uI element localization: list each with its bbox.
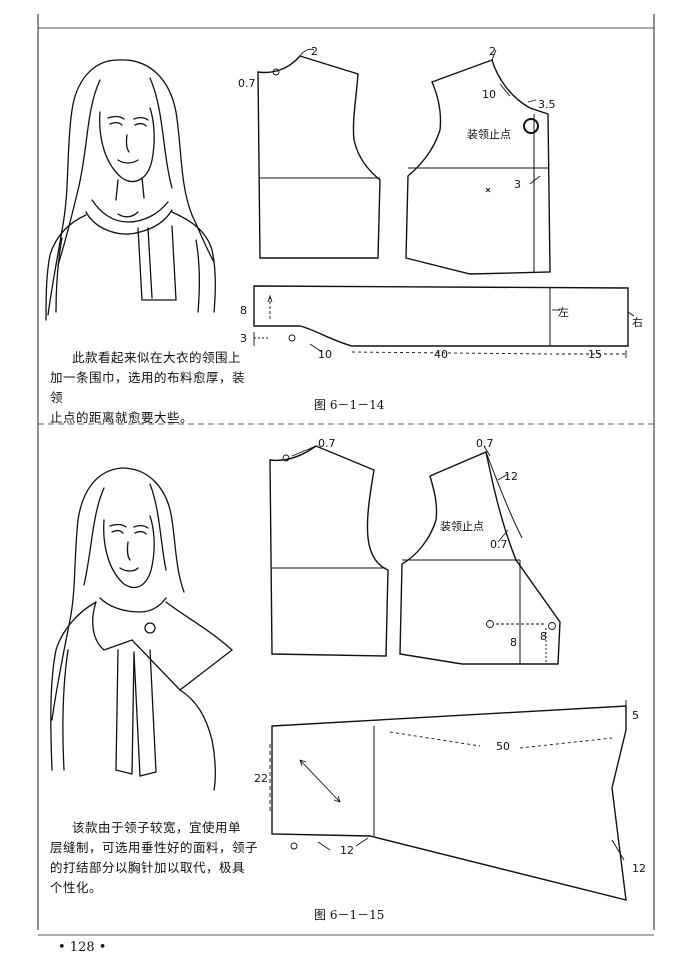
label-0-7: 0.7 [476,437,494,450]
label-collar-end: 装领止点 [440,520,484,533]
page-number: • 128 • [58,940,107,955]
figure-caption: 图 6－1－15 [314,908,385,922]
label-50: 50 [496,740,510,753]
label-collar-end: 装领止点 [467,128,511,141]
label-2: 2 [489,45,496,58]
label-15: 15 [588,348,602,361]
label-12: 12 [632,862,646,875]
label-8: 8 [240,304,247,317]
bottom-description-line: 该款由于领子较宽，宜使用单 [72,820,242,835]
label-40: 40 [434,348,448,361]
label-3: 3 [240,332,247,345]
label-12: 12 [504,470,518,483]
top-description: 此款看起来似在大衣的领围上 加一条围巾，选用的布料愈厚，装领 止点的距离就愈要大… [50,348,250,428]
label-12: 12 [340,844,354,857]
bottom-description-line: 的打结部分以胸针加以取代，极具 [50,860,246,875]
figure-caption: 图 6－1－14 [314,398,385,412]
label-0-7: 0.7 [238,77,256,90]
label-0-7: 0.7 [318,437,336,450]
top-description-line: 此款看起来似在大衣的领围上 [72,350,242,365]
label-8: 8 [510,636,517,649]
label-10: 10 [482,88,496,101]
label-2: 2 [311,45,318,58]
label-22: 22 [254,772,268,785]
label-5: 5 [632,709,639,722]
bottom-description-line: 个性化。 [50,880,103,895]
bottom-description-line: 层缝制，可选用垂性好的面料，领子 [50,840,259,855]
bottom-description: 该款由于领子较宽，宜使用单 层缝制，可选用垂性好的面料，领子 的打结部分以胸针加… [50,818,260,898]
top-description-line: 止点的距离就愈要大些。 [50,410,194,425]
label-0-7: 0.7 [490,538,508,551]
label-3: 3 [514,178,521,191]
label-8: 8 [540,630,547,643]
label-10: 10 [318,348,332,361]
label-right: 右 [632,315,643,329]
top-description-line: 加一条围巾，选用的布料愈厚，装领 [50,370,246,405]
label-3-5: 3.5 [538,98,556,111]
label-left: 左 [558,306,569,319]
